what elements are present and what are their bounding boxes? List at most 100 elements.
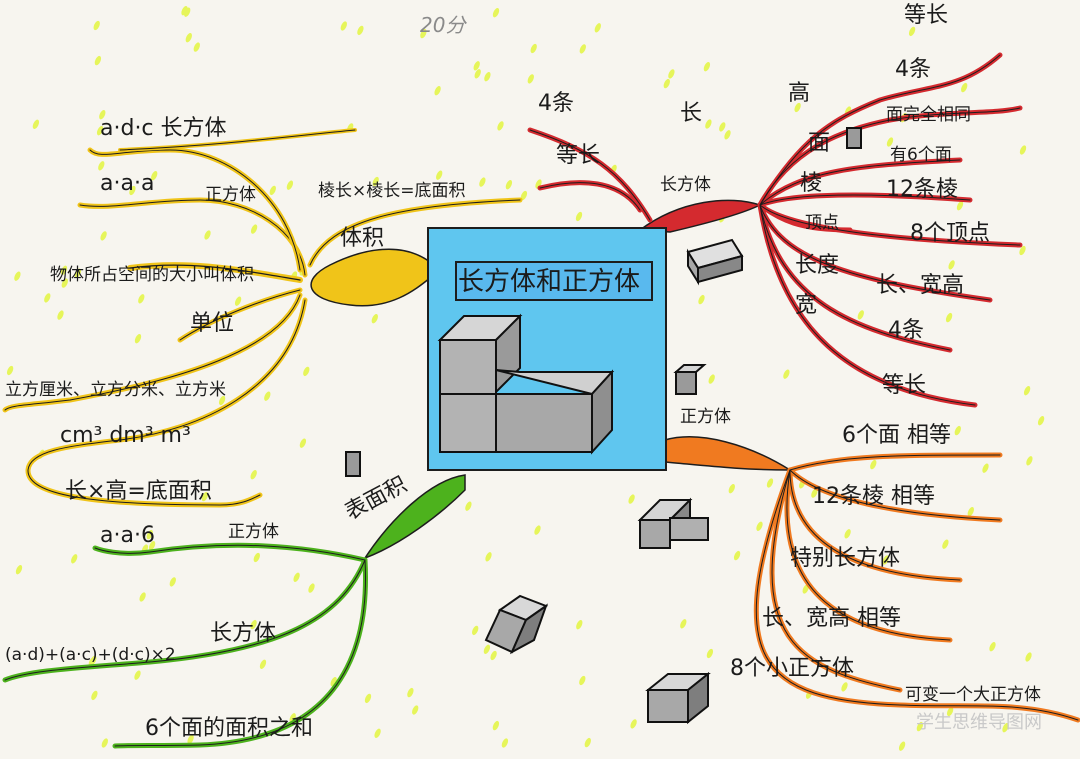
paper-dot	[505, 180, 513, 190]
paper-dot	[534, 525, 541, 535]
paper-dot	[492, 720, 500, 731]
paper-dot	[15, 565, 23, 575]
paper-dot	[138, 294, 145, 304]
paper-dot	[185, 33, 192, 43]
cuboid-length-measure: 长度	[795, 253, 839, 278]
paper-dot	[490, 650, 497, 661]
paper-dot	[269, 185, 276, 196]
cube-doodle-2	[673, 364, 707, 395]
paper-dot	[436, 170, 443, 180]
paper-dot	[961, 82, 968, 93]
volume-label: 体积	[340, 226, 384, 251]
surface-definition: 6个面的面积之和	[145, 716, 313, 741]
cuboid-height: 高	[788, 81, 810, 106]
paper-dot	[527, 74, 534, 84]
paper-dot	[407, 687, 414, 698]
cube-special: 特别长方体	[790, 546, 900, 571]
cube-lwh-equal: 长、宽高 相等	[762, 606, 901, 631]
paper-dot	[956, 201, 964, 211]
paper-dot	[942, 539, 949, 549]
cube-doodle-5	[637, 497, 709, 549]
paper-dot	[630, 719, 637, 729]
paper-dot	[234, 296, 242, 306]
paper-dot	[579, 675, 586, 686]
paper-dot	[101, 738, 108, 748]
cuboid-equal-long: 等长	[904, 3, 948, 28]
paper-dot	[299, 438, 307, 448]
paper-dot	[898, 741, 906, 751]
paper-dot	[501, 738, 509, 748]
paper-dot	[134, 670, 141, 680]
cuboid-branch-lines	[527, 52, 1023, 408]
paper-dot	[948, 260, 955, 270]
paper-dot	[982, 463, 989, 473]
cuboid-equal: 等长	[882, 373, 926, 398]
paper-dot	[148, 541, 156, 551]
volume-base-formula: 长×高=底面积	[65, 479, 212, 504]
paper-dot	[71, 554, 78, 564]
paper-dot	[1037, 416, 1045, 426]
paper-dot	[576, 620, 583, 630]
cube-doodle-3	[345, 451, 361, 477]
paper-dot	[584, 737, 591, 748]
cube-label: 正方体	[680, 407, 731, 427]
paper-dot	[151, 171, 158, 181]
surface-branch-lines	[2, 474, 466, 749]
paper-dot	[492, 8, 500, 18]
cuboid-face-same: 面完全相同	[886, 105, 971, 125]
paper-dot	[357, 25, 364, 36]
paper-dot	[201, 491, 209, 502]
paper-dot	[250, 619, 257, 630]
pencil-note: 20分	[420, 13, 467, 37]
paper-dot	[794, 102, 801, 113]
paper-dot	[520, 190, 528, 201]
paper-dot	[1023, 386, 1031, 396]
paper-dot	[412, 705, 419, 715]
cuboid-face: 面	[808, 131, 830, 156]
paper-dot	[374, 728, 381, 738]
cube-big-cube: 可变一个大正方体	[905, 685, 1041, 705]
paper-dot	[579, 44, 586, 54]
cuboid-top-left-count: 4条	[538, 91, 574, 116]
paper-dot	[286, 180, 294, 190]
cuboid-label: 长方体	[660, 175, 711, 195]
paper-dot	[420, 28, 427, 39]
paper-dot	[1019, 145, 1027, 155]
cube-small-cubes: 8个小正方体	[730, 656, 854, 681]
cuboid-width: 宽	[795, 293, 817, 318]
paper-dot	[575, 211, 583, 222]
paper-dot	[146, 529, 153, 540]
paper-dot	[61, 278, 68, 288]
cuboid-four-edges: 4条	[895, 57, 931, 82]
paper-dot	[134, 334, 142, 344]
paper-dot	[483, 644, 491, 654]
volume-branch-blob	[310, 248, 431, 307]
l-shape-solid-icon	[437, 313, 615, 455]
paper-dot	[187, 734, 194, 745]
paper-dot	[264, 391, 271, 401]
center-title: 长方体和正方体	[458, 267, 640, 297]
paper-dot	[802, 584, 809, 594]
paper-dot	[886, 137, 894, 147]
center-title-box	[455, 261, 653, 301]
paper-dot	[340, 21, 347, 31]
paper-dot	[93, 20, 100, 31]
paper-dot	[706, 648, 714, 659]
paper-dot	[594, 23, 601, 33]
volume-unit-label: 单位	[190, 311, 234, 336]
paper-dot	[253, 552, 260, 563]
paper-dot	[96, 126, 104, 136]
cuboid-vertex: 顶点	[805, 213, 839, 233]
cuboid-eight-vertices: 8个顶点	[910, 221, 990, 246]
paper-dot	[204, 230, 211, 240]
paper-dot	[479, 177, 486, 187]
paper-dot	[1026, 456, 1033, 466]
volume-cube-label: 正方体	[205, 185, 256, 205]
paper-dot	[719, 122, 726, 132]
volume-cuboid-formula: a·d·c 长方体	[100, 116, 227, 141]
center-node	[427, 227, 667, 471]
volume-definition: 物体所占空间的大小叫体积	[50, 265, 254, 285]
paper-dot	[628, 494, 635, 504]
paper-dot	[954, 425, 961, 436]
paper-dot	[303, 366, 310, 377]
